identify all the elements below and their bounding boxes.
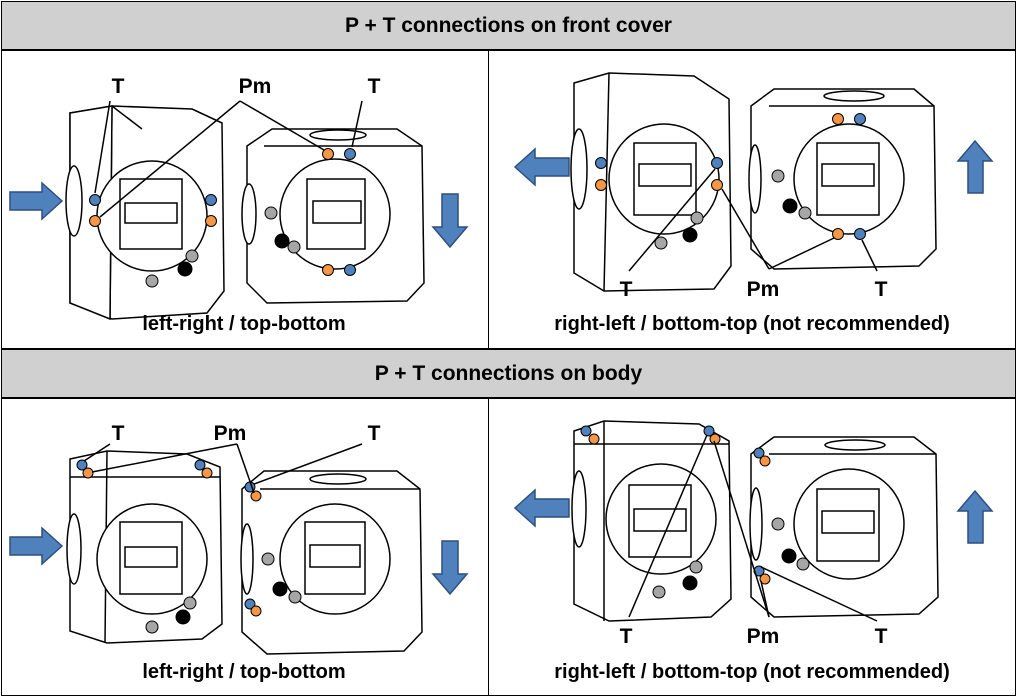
leader-lines [628,434,878,622]
label-t-right: T [368,422,381,445]
valve-body-right [240,470,423,655]
label-t-left: T [620,625,633,648]
panel-body-left-right: T Pm T left-right / top-bottom [1,398,489,696]
panel-caption: left-right / top-bottom [142,313,345,335]
arrow-up-icon [956,489,994,544]
label-t-left: T [620,278,633,301]
valve-body-left [571,420,732,622]
panel-caption: left-right / top-bottom [142,661,345,683]
arrow-up-icon [956,139,994,194]
label-t-left: T [112,422,125,445]
arrow-down-icon [431,193,469,249]
label-t-left: T [112,75,125,98]
label-t-right: T [875,625,888,648]
leader-lines [94,100,363,218]
section-title: P + T connections on front cover [345,13,672,37]
valve-body-left [570,72,732,292]
leader-lines [83,443,363,494]
arrow-left-icon [513,147,570,187]
panel-caption: right-left / bottom-top (not recommended… [554,661,950,683]
arrow-left-icon [513,488,570,528]
panel-front-cover-left-right: T Pm T left-right / top-bottom [1,50,489,349]
panel-front-cover-right-left: T Pm T right-left / bottom-top (not reco… [488,50,1016,349]
valve-illustration: T Pm T left-right / top-bottom [9,422,469,683]
valve-illustration: T Pm T left-right / top-bottom [9,75,469,335]
label-t-right: T [368,75,381,98]
valve-body-right [748,88,937,270]
arrow-right-icon [9,181,64,221]
panel-caption: right-left / bottom-top (not recommended… [554,313,950,335]
label-pm: Pm [747,278,780,301]
arrow-down-icon [431,540,469,596]
valve-illustration: T Pm T right-left / bottom-top (not reco… [513,420,994,683]
label-pm: Pm [214,422,247,445]
valve-body-left [66,450,223,644]
section-header-body: P + T connections on body [1,349,1016,398]
valve-illustration: T Pm T right-left / bottom-top (not reco… [513,72,994,335]
label-t-right: T [875,278,888,301]
leader-lines [628,168,878,272]
label-pm: Pm [239,75,272,98]
section-title: P + T connections on body [374,361,643,385]
label-pm: Pm [747,625,780,648]
panel-body-right-left: T Pm T right-left / bottom-top (not reco… [488,398,1016,696]
section-header-front-cover: P + T connections on front cover [1,1,1016,50]
valve-body-right [241,128,425,304]
valve-body-left [65,105,225,321]
arrow-right-icon [9,526,64,566]
valve-body-right [749,436,939,618]
